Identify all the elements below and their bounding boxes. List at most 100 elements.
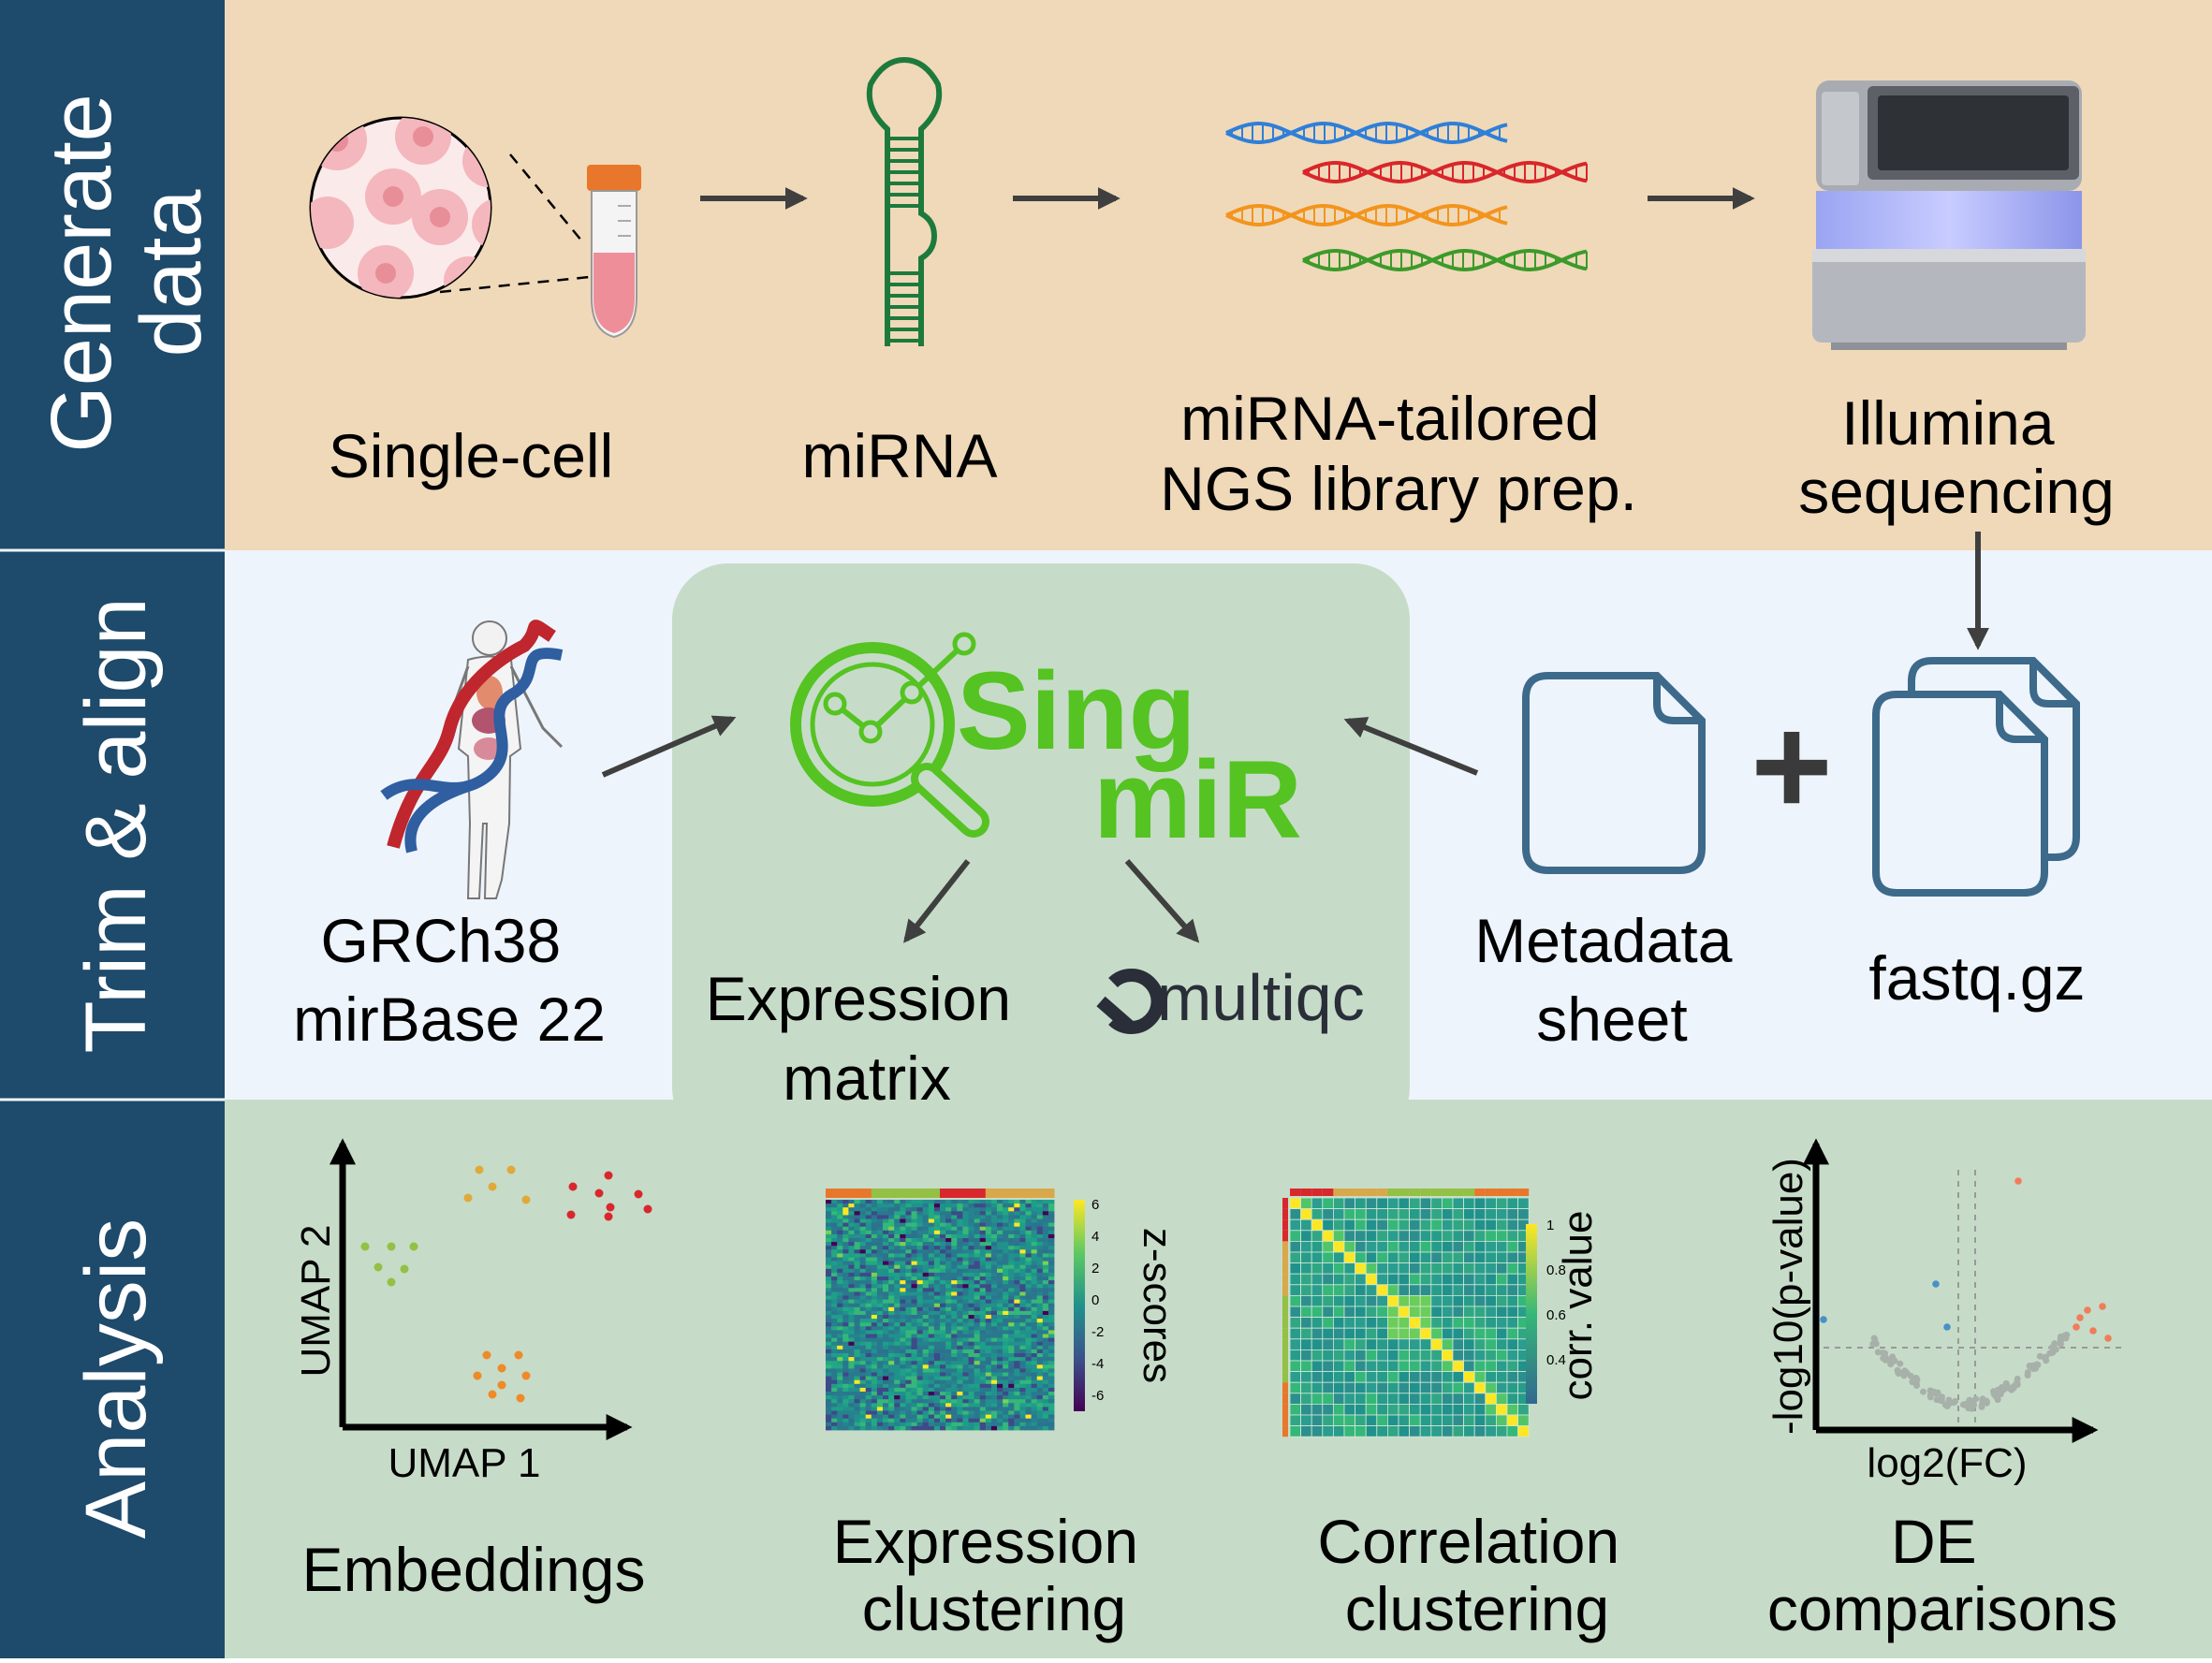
volcano-point: [1913, 1382, 1920, 1389]
volcano-plot: log2(FC) -log10(p-value): [1765, 1138, 2123, 1486]
umap-point: [604, 1171, 613, 1180]
volcano-point-down: [1932, 1280, 1940, 1288]
volcano-point: [2029, 1362, 2036, 1369]
volcano-point: [1889, 1353, 1897, 1361]
umap-point: [360, 1242, 370, 1251]
label-genome-reference: GRCh38 mirBase 22: [293, 906, 606, 1054]
umap-point: [643, 1204, 652, 1214]
umap-point: [409, 1242, 418, 1251]
umap-point: [516, 1393, 525, 1403]
label-de-comparisons: DE comparisons: [1767, 1507, 2117, 1643]
human-genome-illustration: [380, 620, 564, 899]
singmir-logo-line1: Sing: [957, 649, 1196, 773]
label-illumina: Illumina sequencing: [1798, 388, 2115, 526]
fastq-files-icon: [1872, 657, 2080, 897]
sample-tube-icon: [587, 165, 641, 339]
volcano-point-up: [2073, 1323, 2080, 1331]
volcano-point: [1887, 1359, 1895, 1366]
volcano-point-up: [2104, 1335, 2112, 1342]
volcano-point: [1926, 1393, 1934, 1401]
volcano-point: [2034, 1361, 2042, 1368]
metadata-file-icon: [1522, 672, 1706, 874]
zscore-tick: 6: [1091, 1197, 1099, 1213]
label-embeddings: Embeddings: [302, 1535, 646, 1604]
section-label-analysis: Analysis: [68, 1218, 164, 1539]
umap-point: [521, 1195, 531, 1204]
zscore-tick: 2: [1091, 1261, 1099, 1276]
umap-point: [488, 1182, 497, 1191]
volcano-point: [1938, 1397, 1944, 1405]
volcano-point: [1943, 1403, 1951, 1409]
volcano-point: [2014, 1381, 2021, 1389]
corr-tick: 0.6: [1546, 1307, 1566, 1323]
volcano-point-up: [2014, 1177, 2022, 1185]
volcano-point-up: [2089, 1327, 2097, 1335]
multiqc-logo: multiqc: [1096, 961, 1365, 1034]
volcano-point: [2024, 1369, 2031, 1376]
label-mirna: miRNA: [802, 421, 998, 490]
zscore-tick: -6: [1091, 1388, 1104, 1404]
zscores-label: z-scores: [1135, 1228, 1180, 1383]
umap-point: [514, 1350, 523, 1360]
multiqc-text: multiqc: [1157, 961, 1365, 1034]
volcano-point: [1897, 1369, 1904, 1377]
umap-point: [482, 1350, 491, 1360]
volcano-point: [1966, 1396, 1973, 1404]
volcano-point: [1994, 1396, 2001, 1404]
corr-tick: 0.8: [1546, 1262, 1566, 1278]
volcano-point: [1874, 1349, 1882, 1356]
label-expression-matrix: Expression matrix: [706, 964, 1029, 1113]
umap-point: [594, 1189, 604, 1198]
volcano-point-down: [1943, 1323, 1951, 1331]
volcano-point: [1945, 1396, 1953, 1404]
arrow-genome-to-singmir: [601, 715, 737, 778]
zscore-tick: 0: [1091, 1292, 1099, 1308]
label-expression-clustering: Expression clustering: [833, 1507, 1156, 1643]
volcano-point: [1950, 1399, 1957, 1407]
label-single-cell: Single-cell: [329, 421, 613, 490]
zscore-tick: 4: [1091, 1229, 1099, 1245]
umap-point: [604, 1212, 613, 1221]
volcano-point: [1979, 1395, 1986, 1403]
volcano-point: [2058, 1337, 2064, 1345]
umap-point: [634, 1189, 643, 1199]
volcano-point-up: [2099, 1303, 2106, 1310]
plus-sign: +: [1751, 687, 1833, 844]
label-metadata-sheet: Metadata sheet: [1474, 906, 1750, 1054]
volcano-y-label: -log10(p-value): [1765, 1158, 1811, 1435]
umap-x-label: UMAP 1: [388, 1440, 540, 1486]
volcano-point: [1913, 1376, 1921, 1383]
volcano-point: [1872, 1340, 1880, 1348]
umap-point: [374, 1262, 383, 1272]
volcano-point-up: [2076, 1314, 2084, 1321]
section-label-trim: Trim & align: [68, 597, 164, 1053]
label-correlation-clustering: Correlation clustering: [1317, 1507, 1636, 1643]
umap-embedding-plot: UMAP 1 UMAP 2: [293, 1138, 652, 1486]
umap-point: [566, 1210, 576, 1219]
umap-point: [506, 1165, 516, 1174]
singmir-panel: [672, 563, 1410, 1144]
mirna-hairpin-icon: [866, 56, 943, 346]
umap-point: [568, 1182, 578, 1191]
volcano-point: [2043, 1357, 2050, 1364]
volcano-point: [2049, 1349, 2057, 1356]
umap-point: [400, 1264, 409, 1274]
dna-library-icon: [1225, 122, 1588, 271]
umap-point: [387, 1277, 396, 1287]
volcano-point: [1897, 1360, 1904, 1367]
volcano-point: [2008, 1386, 2015, 1393]
section-label-generate: Generatedata: [34, 94, 219, 453]
volcano-point-up: [2084, 1306, 2091, 1314]
corr-tick: 1: [1546, 1218, 1554, 1233]
illumina-sequencer-icon: [1812, 80, 2086, 350]
zscore-tick: -4: [1091, 1356, 1104, 1372]
arrow-metadata-to-singmir: [1343, 717, 1479, 776]
volcano-point: [1903, 1369, 1911, 1377]
label-library-prep: miRNA-tailored NGS library prep.: [1160, 384, 1637, 523]
arrow-singmir-to-matrix: [903, 859, 971, 943]
umap-point: [387, 1242, 396, 1251]
sidebar: [0, 0, 225, 1658]
row-analysis-background: [0, 1100, 2212, 1658]
